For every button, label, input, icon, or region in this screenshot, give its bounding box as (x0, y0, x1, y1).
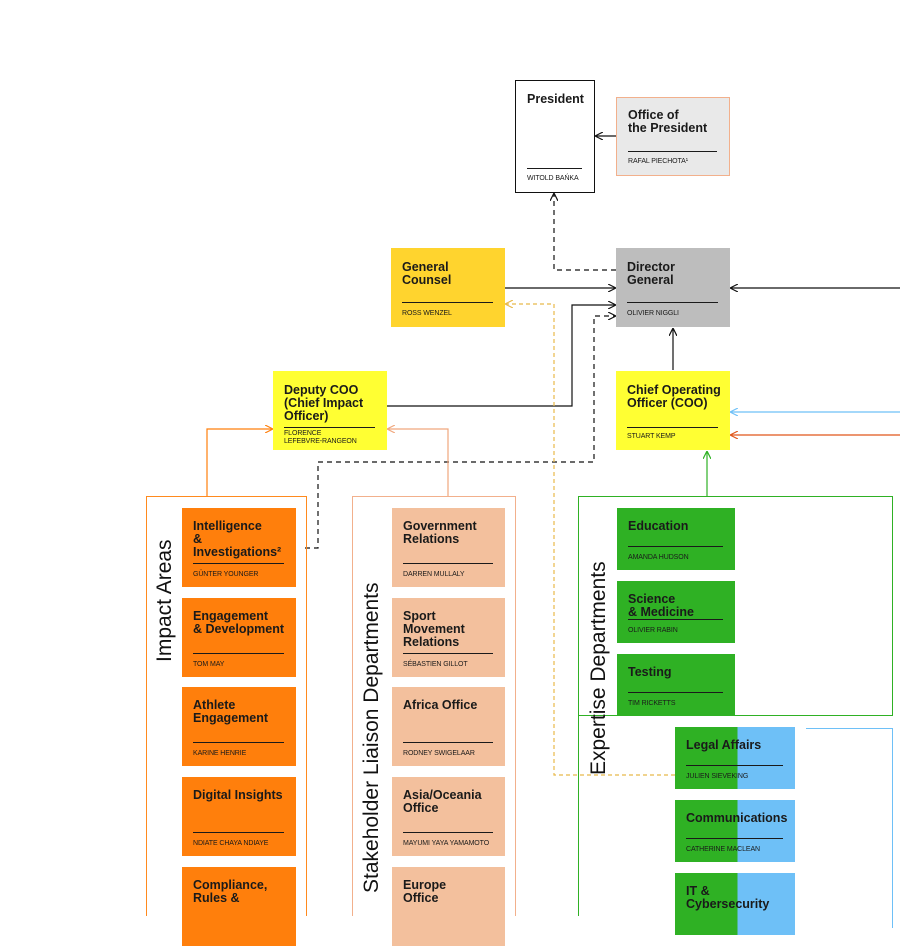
support-dept-rule (686, 765, 783, 766)
director-general-box[interactable]: Director General OLIVIER NIGGLI (616, 248, 730, 327)
dg-name: OLIVIER NIGGLI (627, 310, 679, 317)
impact-area-title: Athlete Engagement (193, 698, 269, 725)
deputy-rule (284, 427, 375, 428)
stakeholder-dept-rule (403, 563, 493, 564)
stakeholder-dept-name: SÉBASTIEN GILLOT (403, 661, 468, 668)
deputy-title: Deputy COO (Chief Impact Officer) (284, 383, 364, 423)
stakeholder-dept-name: DARREN MULLALY (403, 571, 465, 578)
expertise-dept-rule (628, 619, 723, 620)
impact-area-box[interactable]: Compliance, Rules & (182, 867, 296, 946)
impact-area-rule (193, 653, 284, 654)
stakeholder-frame (352, 496, 516, 916)
expertise-dept-name: TIM RICKETTS (628, 700, 676, 707)
connector-lines (206, 0, 900, 776)
impact-area-name: NDIATE CHAYA NDIAYE (193, 840, 269, 847)
stakeholder-dept-title: Europe Office (403, 878, 447, 905)
coo-rule (627, 427, 718, 428)
impact-area-name: GÜNTER YOUNGER (193, 571, 259, 578)
expertise-frame (578, 496, 893, 716)
expertise-dept-title: Education (628, 519, 689, 533)
stakeholder-to-deputy-line (388, 429, 449, 496)
impact-area-rule (193, 742, 284, 743)
expertise-dept-rule (628, 692, 723, 693)
coo-box[interactable]: Chief Operating Officer (COO) STUART KEM… (616, 371, 730, 450)
impact-area-title: Intelligence & Investigations² (193, 519, 282, 559)
deputy-name: FLORENCE LEFEBVRE-RANGEON (284, 430, 357, 445)
stakeholder-dept-name: MAYUMI YAYA YAMAMOTO (403, 840, 490, 847)
stakeholder-dept-rule (403, 653, 493, 654)
impact-areas-frame (146, 496, 307, 916)
stakeholder-dept-title: Africa Office (403, 698, 478, 712)
impact-areas-label: Impact Areas (153, 539, 176, 662)
support-frame (806, 728, 893, 928)
office-of-president-box[interactable]: Office of the President RAFAL PIECHOTA¹ (616, 97, 730, 176)
support-dept-name: JULIEN SIEVEKING (686, 773, 749, 780)
support-dept-name: CATHERINE MACLEAN (686, 846, 761, 853)
stakeholder-dept-rule (403, 832, 493, 833)
impact-area-title: Digital Insights (193, 788, 283, 802)
stakeholder-dept-name: RODNEY SWIGELAAR (403, 750, 475, 757)
counsel-title: General Counsel (402, 260, 452, 287)
coo-title: Chief Operating Officer (COO) (627, 383, 721, 410)
expertise-dept-title: Science & Medicine (628, 592, 694, 619)
deputy-coo-box[interactable]: Deputy COO (Chief Impact Officer) FLOREN… (273, 371, 387, 450)
office-name: RAFAL PIECHOTA¹ (628, 158, 688, 165)
impact-area-title: Compliance, Rules & (193, 878, 268, 905)
stakeholder-dept-title: Asia/Oceania Office (403, 788, 482, 815)
office-title: Office of the President (628, 108, 708, 135)
general-counsel-box[interactable]: General Counsel ROSS WENZEL (391, 248, 505, 327)
stakeholder-dept-rule (403, 742, 493, 743)
dg-to-president-line (554, 194, 616, 271)
expertise-frame-lower (578, 716, 579, 916)
support-dept-title: Legal Affairs (686, 738, 762, 752)
intelligence-to-dg-line (305, 316, 615, 549)
office-rule (628, 151, 717, 152)
expertise-dept-name: OLIVIER RABIN (628, 627, 678, 634)
impact-to-deputy-line (206, 429, 272, 496)
expertise-dept-name: AMANDA HUDSON (628, 554, 689, 561)
support-dept-rule (686, 838, 783, 839)
expertise-dept-title: Testing (628, 665, 672, 679)
stakeholder-label: Stakeholder Liaison Departments (360, 582, 383, 893)
expertise-frame-bottom (578, 715, 893, 716)
deputy-to-dg-line (387, 305, 615, 407)
impact-area-title: Engagement & Development (193, 609, 284, 636)
president-title: President (527, 92, 584, 106)
support-dept-title: IT & Cybersecurity (686, 884, 770, 911)
president-box[interactable]: President WITOLD BAŃKA (515, 80, 595, 193)
counsel-name: ROSS WENZEL (402, 310, 452, 317)
impact-area-box[interactable]: Intelligence & Investigations² GÜNTER YOU… (182, 508, 296, 587)
expertise-label: Expertise Departments (587, 561, 610, 775)
counsel-rule (402, 302, 493, 303)
dg-rule (627, 302, 718, 303)
dg-title: Director General (627, 260, 675, 287)
stakeholder-dept-title: Sport Movement Relations (403, 609, 465, 649)
stakeholder-dept-box[interactable]: Europe Office (392, 867, 505, 946)
legal-to-counsel-line (506, 304, 675, 776)
coo-name: STUART KEMP (627, 433, 676, 440)
support-dept-box[interactable]: IT & Cybersecurity (675, 873, 795, 935)
expertise-dept-rule (628, 546, 723, 547)
president-name: WITOLD BAŃKA (527, 175, 579, 182)
president-rule (527, 168, 582, 169)
impact-area-name: TOM MAY (193, 661, 225, 668)
impact-area-rule (193, 563, 284, 564)
stakeholder-dept-title: Government Relations (403, 519, 477, 546)
impact-area-rule (193, 832, 284, 833)
impact-area-name: KARINE HENRIE (193, 750, 247, 757)
support-dept-title: Communications (686, 811, 788, 825)
